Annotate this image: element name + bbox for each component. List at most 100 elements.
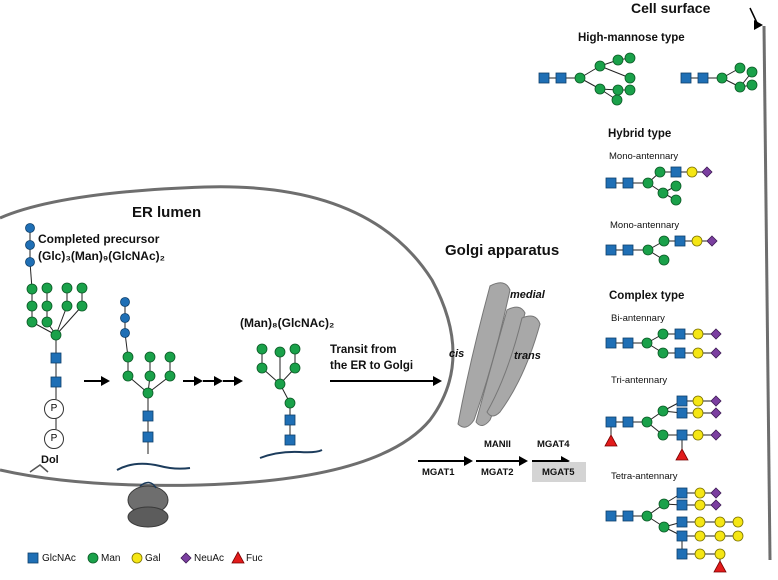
mannose-icon	[144, 351, 156, 363]
glucose-icon	[25, 223, 35, 233]
galactose-icon	[714, 530, 726, 542]
galactose-icon	[694, 499, 706, 511]
neuac-icon	[706, 235, 718, 247]
tri-antennary-label: Tri-antennary	[611, 375, 668, 386]
mannose-icon	[41, 300, 53, 312]
trans-label: trans	[514, 350, 541, 362]
mannose-icon	[642, 177, 654, 189]
enzyme-manii: MANII	[484, 439, 511, 450]
transit-label-line2: the ER to Golgi	[330, 360, 414, 372]
dolichol-label: Dol	[41, 454, 59, 466]
mannose-icon	[670, 194, 682, 206]
mannose-icon	[641, 337, 653, 349]
glcnac-icon	[284, 414, 296, 426]
mannose-icon	[670, 180, 682, 192]
neuac-icon	[710, 407, 722, 419]
mannose-icon	[41, 282, 53, 294]
galactose-icon	[694, 548, 706, 560]
mannose-icon	[76, 282, 88, 294]
glcnac-icon	[27, 552, 39, 564]
enzyme-arrow-2-head	[519, 456, 528, 466]
complex-heading: Complex type	[609, 290, 685, 302]
enzyme-mgat1: MGAT1	[422, 467, 455, 478]
mannose-icon	[122, 351, 134, 363]
mannose-icon	[284, 397, 296, 409]
mono-antennary-label-2: Mono-antennary	[610, 220, 680, 231]
galactose-icon	[686, 166, 698, 178]
enzyme-arrow-1-head	[464, 456, 473, 466]
mannose-icon	[274, 346, 286, 358]
glcnac-icon	[622, 244, 634, 256]
glcnac-icon	[676, 499, 688, 511]
galactose-icon	[714, 548, 726, 560]
glcnac-icon	[676, 429, 688, 441]
mannose-icon	[142, 387, 154, 399]
mannose-icon	[274, 378, 286, 390]
mannose-icon	[658, 254, 670, 266]
glucose-icon	[120, 313, 130, 323]
cell-membrane	[762, 25, 772, 561]
glcnac-icon	[674, 328, 686, 340]
neuac-icon	[701, 166, 713, 178]
enzyme-mgat5: MGAT5	[542, 467, 575, 478]
mannose-icon	[26, 316, 38, 328]
glcnac-icon	[676, 407, 688, 419]
galactose-icon	[694, 530, 706, 542]
galactose-icon	[692, 347, 704, 359]
processing-arrow-3-head	[214, 376, 223, 386]
glcnac-icon	[622, 177, 634, 189]
legend-fuc: Fuc	[246, 553, 263, 564]
mannose-icon	[164, 351, 176, 363]
legend-man: Man	[101, 553, 121, 564]
glcnac-icon	[622, 337, 634, 349]
fucose-icon	[713, 560, 727, 573]
glcnac-icon	[676, 516, 688, 528]
precursor-formula: (Glc)₃(Man)₉(GlcNAc)₂	[38, 249, 165, 263]
polypeptide	[116, 462, 191, 471]
mannose-icon	[26, 283, 38, 295]
galactose-icon	[694, 516, 706, 528]
tetra-antennary-label: Tetra-antennary	[611, 471, 678, 482]
mannose-icon	[594, 83, 606, 95]
mannose-icon	[164, 370, 176, 382]
hybrid-heading: Hybrid type	[608, 128, 672, 140]
mannose-icon	[612, 84, 624, 96]
glucose-icon	[25, 257, 35, 267]
glcnac-icon	[676, 487, 688, 499]
mannose-icon	[289, 362, 301, 374]
mannose-icon	[594, 60, 606, 72]
mannose-icon	[746, 79, 758, 91]
mannose-icon	[624, 52, 636, 64]
high-mannose-heading: High-mannose type	[578, 32, 685, 44]
neuac-icon	[180, 552, 192, 564]
galactose-icon	[694, 487, 706, 499]
processing-arrow-1-head	[101, 376, 110, 386]
mannose-icon	[87, 552, 99, 564]
mannose-icon	[657, 347, 669, 359]
glcnac-icon	[676, 530, 688, 542]
glcnac-icon	[50, 376, 62, 388]
glcnac-icon	[538, 72, 550, 84]
galactose-icon	[692, 395, 704, 407]
mannose-icon	[256, 362, 268, 374]
mannose-icon	[746, 66, 758, 78]
mannose-icon	[641, 510, 653, 522]
cis-label: cis	[449, 348, 465, 360]
mannose-icon	[734, 81, 746, 93]
transit-label-line1: Transit from	[330, 344, 397, 356]
mannose-icon	[612, 54, 624, 66]
glcnac-icon	[676, 548, 688, 560]
galactose-icon	[692, 407, 704, 419]
mannose-icon	[256, 343, 268, 355]
galactose-icon	[714, 516, 726, 528]
mannose-icon	[289, 343, 301, 355]
mannose-icon	[76, 300, 88, 312]
mannose-icon	[41, 316, 53, 328]
galactose-icon	[131, 552, 143, 564]
galactose-icon	[732, 516, 744, 528]
man8-formula: (Man)₈(GlcNAc)₂	[240, 316, 335, 330]
golgi-medial-cisterna	[475, 306, 526, 426]
er-lumen-label: ER lumen	[132, 204, 202, 221]
golgi-cis-cisterna	[457, 282, 511, 428]
